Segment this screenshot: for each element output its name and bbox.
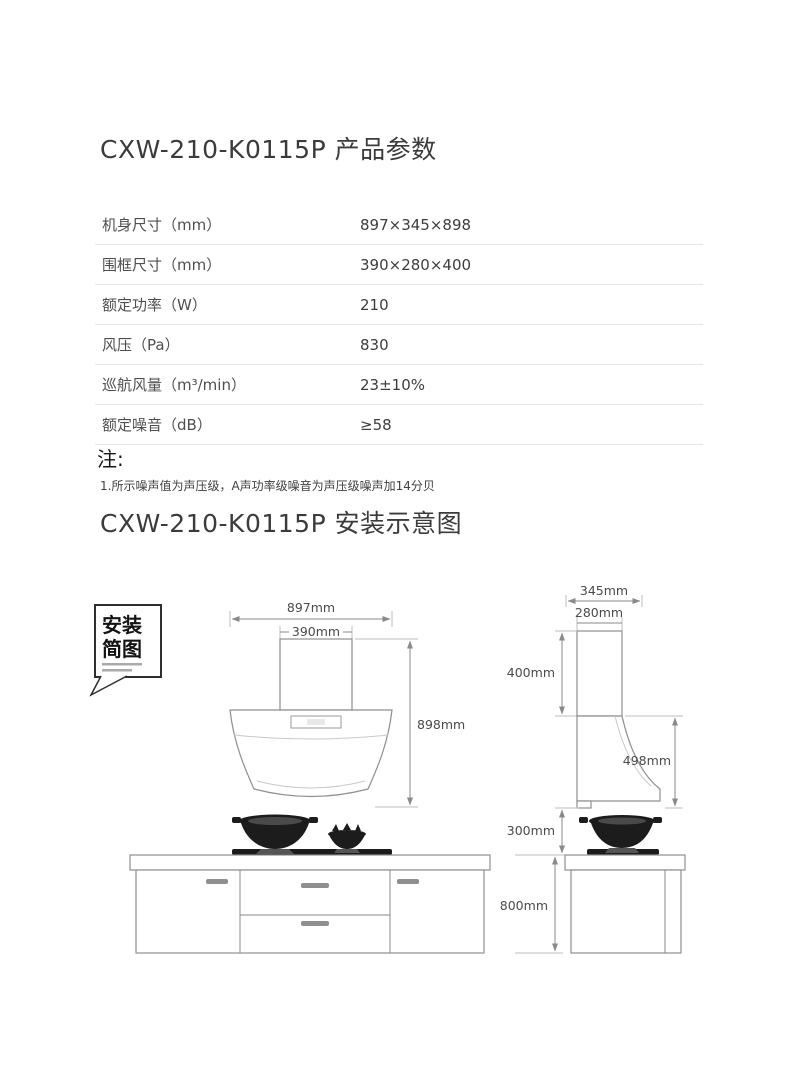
dim-label-duct-depth: 280mm — [575, 605, 623, 620]
wok-handle — [579, 817, 588, 823]
note-label: 注: — [97, 447, 124, 471]
dim-label-top-depth: 345mm — [580, 583, 628, 598]
spec-value: ≥58 — [360, 415, 392, 434]
duct-side — [576, 630, 623, 717]
dim-label-counter-height: 800mm — [500, 898, 548, 913]
spec-label: 巡航风量（m³/min） — [102, 376, 246, 394]
wok-handle — [232, 817, 241, 823]
hood-side-view: 345mm 280mm 400mm 498mm — [507, 583, 686, 954]
burner-stand — [334, 849, 360, 853]
cabinet-front — [135, 869, 485, 954]
hood-side-inner-line — [614, 715, 652, 787]
door-handle — [397, 879, 419, 884]
wok-stand — [605, 848, 639, 853]
badge-tail — [89, 675, 128, 697]
cooktop-front — [232, 849, 392, 855]
badge-text-line2: 简图 — [102, 637, 142, 661]
spec-row: 机身尺寸（mm） 897×345×898 — [95, 205, 703, 245]
dim-label-body-height: 498mm — [623, 753, 671, 768]
hood-front-view: 897mm 390mm 898mm — [129, 600, 563, 954]
hood-body-front — [229, 709, 393, 798]
cabinet-side — [570, 869, 682, 954]
countertop-front — [129, 854, 491, 871]
dim-label-clearance: 300mm — [507, 823, 555, 838]
hood-side-foot — [576, 800, 592, 809]
dim-label-total-height: 898mm — [417, 717, 465, 732]
spec-row: 额定噪音（dB） ≥58 — [95, 405, 703, 445]
badge-smalltext-bar — [102, 669, 132, 672]
wok-handle — [309, 817, 318, 823]
spec-table: 机身尺寸（mm） 897×345×898 围框尺寸（mm） 390×280×40… — [95, 205, 703, 445]
hood-band-line — [233, 734, 389, 740]
spec-value: 830 — [360, 335, 389, 354]
spec-row: 风压（Pa） 830 — [95, 325, 703, 365]
spec-row: 巡航风量（m³/min） 23±10% — [95, 365, 703, 405]
wok-front — [232, 814, 318, 854]
badge-smalltext-bar — [102, 663, 142, 666]
install-badge: 安装 简图 — [89, 604, 162, 697]
spec-row: 围框尺寸（mm） 390×280×400 — [95, 245, 703, 285]
spec-value: 23±10% — [360, 375, 425, 394]
countertop-side — [564, 854, 686, 871]
spec-value: 390×280×400 — [360, 255, 472, 274]
wok-inner — [248, 817, 302, 825]
wok-stand — [256, 849, 294, 854]
spec-label: 额定功率（W） — [102, 296, 207, 314]
spec-label: 机身尺寸（mm） — [102, 216, 222, 234]
wok-inner — [598, 817, 646, 825]
dim-label-front-width: 897mm — [287, 600, 335, 615]
dim-label-inner-width: 390mm — [292, 624, 340, 639]
burner-grate — [355, 824, 361, 831]
wok-bowl — [241, 823, 309, 849]
badge-text-line1: 安装 — [102, 613, 142, 637]
wok-bowl — [591, 823, 653, 848]
door-handle — [206, 879, 228, 884]
burner-grate — [332, 824, 339, 831]
wok-side — [579, 815, 662, 853]
duct-front — [279, 638, 353, 711]
wok-handle — [653, 817, 662, 823]
hood-body-side — [576, 715, 661, 802]
burner-bowl — [329, 835, 365, 849]
note-text: 1.所示噪声值为声压级，A声功率级噪音为声压级噪声加14分贝 — [100, 479, 435, 493]
drawer-handle — [301, 883, 329, 888]
spec-row: 额定功率（W） 210 — [95, 285, 703, 325]
spec-value: 897×345×898 — [360, 215, 472, 234]
installation-diagram: 安装 简图 897mm 390mm — [89, 583, 686, 954]
section-title-parameters: CXW-210-K0115P 产品参数 — [100, 135, 437, 164]
hood-glass-line — [256, 780, 366, 789]
section-title-installation: CXW-210-K0115P 安装示意图 — [100, 509, 463, 538]
burner-front — [328, 823, 366, 853]
spec-label: 围框尺寸（mm） — [102, 256, 222, 274]
drawer-handle — [301, 921, 329, 926]
dim-label-duct-height: 400mm — [507, 665, 555, 680]
spec-label: 风压（Pa） — [102, 336, 180, 354]
burner-grate — [343, 823, 351, 830]
spec-value: 210 — [360, 295, 389, 314]
control-display — [307, 719, 325, 725]
spec-label: 额定噪音（dB） — [102, 416, 212, 434]
